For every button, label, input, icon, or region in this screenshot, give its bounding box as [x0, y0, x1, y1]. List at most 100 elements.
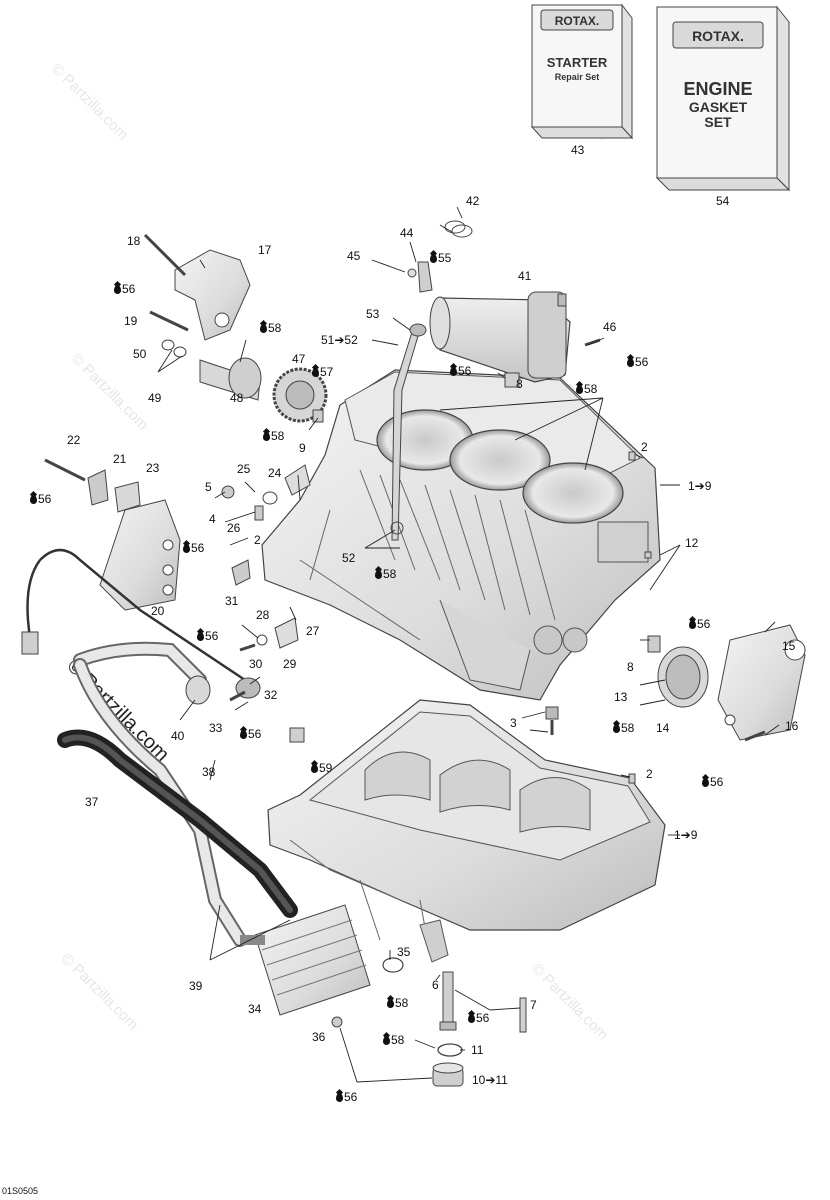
dipstick-tube — [390, 323, 427, 541]
part-callout: 56 — [627, 355, 648, 369]
part-callout-text: 16 — [785, 719, 799, 733]
part-callout: 10➔11 — [472, 1073, 508, 1087]
part-callout-text: 15 — [782, 639, 796, 653]
oil-drop-icon — [375, 570, 382, 579]
oil-cooler-hoses — [57, 641, 404, 1028]
part-callout-text: 2 — [646, 767, 653, 781]
oil-drop-icon — [312, 368, 319, 377]
part-callout-text: 1➔9 — [674, 828, 698, 842]
kit-brand: ROTAX. — [692, 28, 744, 44]
part-callout-text: 3 — [510, 716, 517, 730]
small-parts-right — [289, 338, 806, 1087]
oil-drop-icon — [114, 285, 121, 294]
kit-title-line3: SET — [704, 114, 732, 130]
part-callout: 56 — [689, 617, 710, 631]
part-callout-text: 57 — [320, 365, 334, 379]
part-callout-text: 41 — [518, 269, 532, 283]
part-callout: 16 — [785, 719, 798, 733]
part-callout-text: 58 — [383, 567, 397, 581]
part-callout: 36 — [312, 1030, 325, 1044]
part-callout-text: 24 — [268, 466, 282, 480]
part-callout-text: 56 — [710, 775, 724, 789]
part-callout: 58 — [576, 382, 597, 396]
oil-drop-icon — [450, 367, 457, 376]
oil-drop-icon — [311, 764, 318, 773]
part-callout-text: 56 — [248, 727, 262, 741]
part-callout: 44 — [400, 226, 413, 240]
kit-title-line2: Repair Set — [555, 72, 600, 82]
part-callout: 59 — [311, 761, 332, 775]
part-callout: 23 — [146, 461, 159, 475]
part-callout: 48 — [230, 391, 243, 405]
part-callout: 15 — [782, 639, 795, 653]
part-callout-text: 50 — [133, 347, 147, 361]
part-callout: 32 — [264, 688, 277, 702]
part-callout: 58 — [387, 996, 408, 1010]
part-callout-text: 35 — [397, 945, 411, 959]
part-callout-text: 36 — [312, 1030, 326, 1044]
part-callout-text: 51➔52 — [321, 333, 358, 347]
oil-drop-icon — [387, 999, 394, 1008]
oil-drop-icon — [263, 432, 270, 441]
oil-drop-icon — [240, 730, 247, 739]
part-callout-text: 37 — [85, 795, 99, 809]
part-callout: 56 — [30, 492, 51, 506]
part-callout-text: 21 — [113, 452, 127, 466]
part-callout: 14 — [656, 721, 669, 735]
part-callout: 31 — [225, 594, 238, 608]
diagram-code: 01S0505 — [2, 1186, 39, 1196]
part-callout-text: 28 — [256, 608, 270, 622]
part-callout-text: 14 — [656, 721, 670, 735]
part-callout-text: 1➔9 — [688, 479, 712, 493]
part-callout: 1➔9 — [674, 828, 697, 842]
part-callout-text: 40 — [171, 729, 185, 743]
kit-title-line1: ENGINE — [683, 79, 752, 99]
part-callout: 29 — [283, 657, 296, 671]
part-callout: 28 — [256, 608, 269, 622]
part-callout-text: 56 — [476, 1011, 490, 1025]
part-callout: 12 — [685, 536, 698, 550]
starter-repair-kit-booklet: ROTAX. STARTER Repair Set — [530, 3, 634, 140]
oil-drop-icon — [430, 254, 437, 263]
part-callout: 7 — [530, 998, 537, 1012]
part-callout-text: 20 — [151, 604, 165, 618]
oil-drop-icon — [702, 778, 709, 787]
part-callout-text: 12 — [685, 536, 699, 550]
part-callout-text: 52 — [342, 551, 356, 565]
part-callout-text: 23 — [146, 461, 160, 475]
part-callout: 56 — [702, 775, 723, 789]
starter-motor — [407, 220, 571, 383]
part-callout-text: 29 — [283, 657, 297, 671]
part-callout-text: 32 — [264, 688, 278, 702]
part-callout-text: 27 — [306, 624, 320, 638]
oil-drop-icon — [383, 1036, 390, 1045]
part-callout-text: 44 — [400, 226, 414, 240]
part-callout-text: 56 — [38, 492, 52, 506]
part-callout-text: 38 — [202, 765, 216, 779]
part-callout: 39 — [189, 979, 202, 993]
part-callout-text: 46 — [603, 320, 617, 334]
part-callout: 3 — [510, 716, 517, 730]
part-callout-text: 30 — [249, 657, 263, 671]
part-callout: 45 — [347, 249, 360, 263]
part-callout-text: 9 — [299, 441, 306, 455]
part-callout: 49 — [148, 391, 161, 405]
upper-crankcase-block — [261, 369, 661, 701]
part-callout: 11 — [471, 1043, 483, 1057]
part-callout-text: 45 — [347, 249, 361, 263]
oil-drop-icon — [468, 1014, 475, 1023]
part-callout-text: 56 — [344, 1090, 358, 1104]
part-callout-text: 8 — [627, 660, 634, 674]
part-callout-text: 26 — [227, 521, 241, 535]
part-callout-text: 58 — [621, 721, 635, 735]
part-callout: 6 — [432, 978, 439, 992]
part-callout: 2 — [646, 767, 653, 781]
oil-drop-icon — [30, 495, 37, 504]
oil-drop-icon — [183, 544, 190, 553]
part-callout-text: 58 — [271, 429, 285, 443]
small-parts-left — [21, 458, 311, 702]
part-callout-text: 58 — [391, 1033, 405, 1047]
part-callout: 41 — [518, 269, 531, 283]
part-callout-text: 34 — [248, 1002, 262, 1016]
